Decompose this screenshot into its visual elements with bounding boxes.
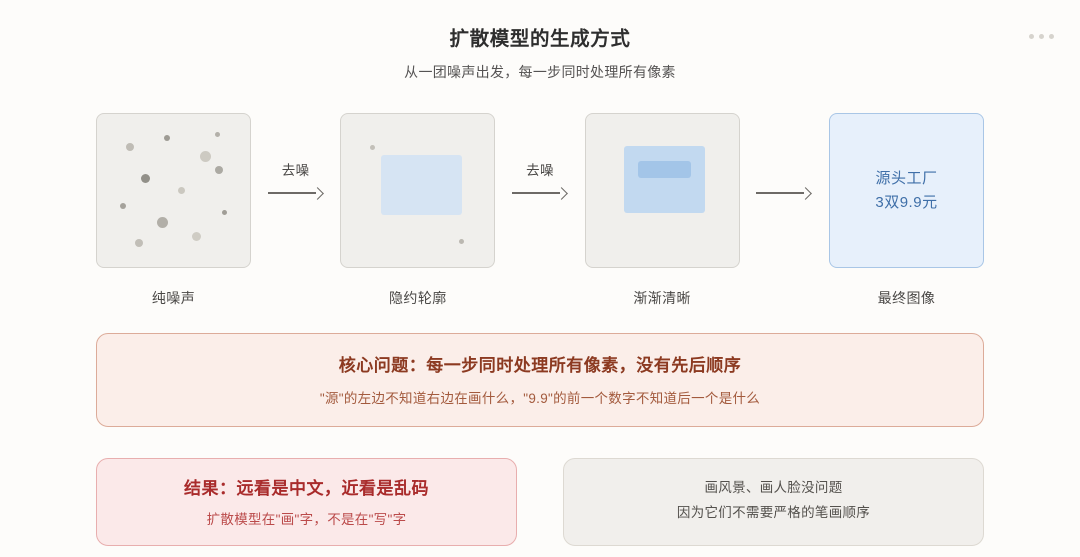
header: 扩散模型的生成方式 从一团噪声出发，每一步同时处理所有像素: [0, 0, 1080, 82]
pipeline-stage-final: 源头工厂 3双9.9元 最终图像: [828, 113, 984, 308]
stage-label: 纯噪声: [151, 290, 196, 306]
stage-label: 渐渐清晰: [633, 290, 691, 306]
noise-dot: [214, 166, 223, 175]
diffusion-pipeline: 纯噪声 去噪 隐约轮廓 去噪 渐渐清晰 源头工厂: [96, 113, 984, 308]
stage-canvas-noise: [96, 113, 251, 268]
kebab-dot-icon: [1039, 34, 1044, 39]
note-line-2: 因为它们不需要严格的笔画顺序: [676, 504, 871, 520]
noise-dot: [141, 173, 151, 183]
result-heading: 结果：远看是中文，近看是乱码: [184, 479, 429, 498]
final-image-line2: 3双9.9元: [875, 193, 938, 211]
noise-dot: [178, 187, 186, 195]
core-problem-heading: 核心问题：每一步同时处理所有像素，没有先后顺序: [338, 356, 742, 375]
pipeline-stage-noise: 纯噪声: [96, 113, 251, 308]
pipeline-arrow-3: [740, 113, 829, 199]
noise-dot: [126, 143, 135, 152]
noise-dot: [459, 239, 465, 245]
result-detail: 扩散模型在"画"字，不是在"写"字: [206, 512, 407, 527]
noise-dot: [164, 135, 171, 142]
note-callout: 画风景、画人脸没问题 因为它们不需要严格的笔画顺序: [563, 458, 984, 546]
arrow-right-icon: [267, 187, 324, 199]
pipeline-stage-faint: 隐约轮廓: [340, 113, 496, 308]
noise-dot: [119, 202, 126, 209]
stage-canvas-final: 源头工厂 3双9.9元: [828, 113, 984, 268]
pipeline-arrow-1: 去噪: [251, 113, 340, 199]
arrow-right-icon: [511, 187, 568, 199]
clearer-shape: [623, 146, 705, 214]
clearer-shape-bar: [637, 161, 692, 179]
stage-label: 最终图像: [877, 290, 936, 306]
bottom-callout-row: 结果：远看是中文，近看是乱码 扩散模型在"画"字，不是在"写"字 画风景、画人脸…: [96, 458, 984, 546]
stage-canvas-faint: [340, 113, 496, 268]
pipeline-stage-clearer: 渐渐清晰: [584, 113, 740, 308]
final-image-line1: 源头工厂: [875, 169, 938, 187]
arrow-label: 去噪: [526, 163, 554, 178]
page-title: 扩散模型的生成方式: [449, 28, 631, 50]
noise-dot: [214, 132, 220, 138]
core-problem-detail: "源"的左边不知道右边在画什么，"9.9"的前一个数字不知道后一个是什么: [319, 391, 761, 406]
stage-label: 隐约轮廓: [389, 290, 447, 306]
arrow-right-icon: [756, 187, 812, 199]
pipeline-arrow-2: 去噪: [495, 113, 584, 199]
noise-dot: [135, 239, 144, 248]
core-problem-callout: 核心问题：每一步同时处理所有像素，没有先后顺序 "源"的左边不知道右边在画什么，…: [96, 333, 984, 427]
kebab-dot-icon: [1029, 34, 1034, 39]
noise-dot: [156, 216, 168, 228]
note-line-1: 画风景、画人脸没问题: [704, 480, 843, 495]
noise-dot: [222, 210, 228, 216]
noise-dot: [199, 150, 211, 162]
arrow-label: 去噪: [281, 163, 310, 178]
noise-dot: [191, 231, 201, 241]
final-image-text: 源头工厂 3双9.9元: [830, 167, 983, 215]
noise-dot: [370, 144, 376, 150]
stage-canvas-clearer: [584, 113, 740, 268]
result-callout: 结果：远看是中文，近看是乱码 扩散模型在"画"字，不是在"写"字: [96, 458, 517, 546]
faint-shape: [381, 155, 463, 215]
kebab-dot-icon: [1049, 34, 1054, 39]
overflow-menu-button[interactable]: [1025, 30, 1058, 43]
page-subtitle: 从一团噪声出发，每一步同时处理所有像素: [404, 64, 676, 81]
